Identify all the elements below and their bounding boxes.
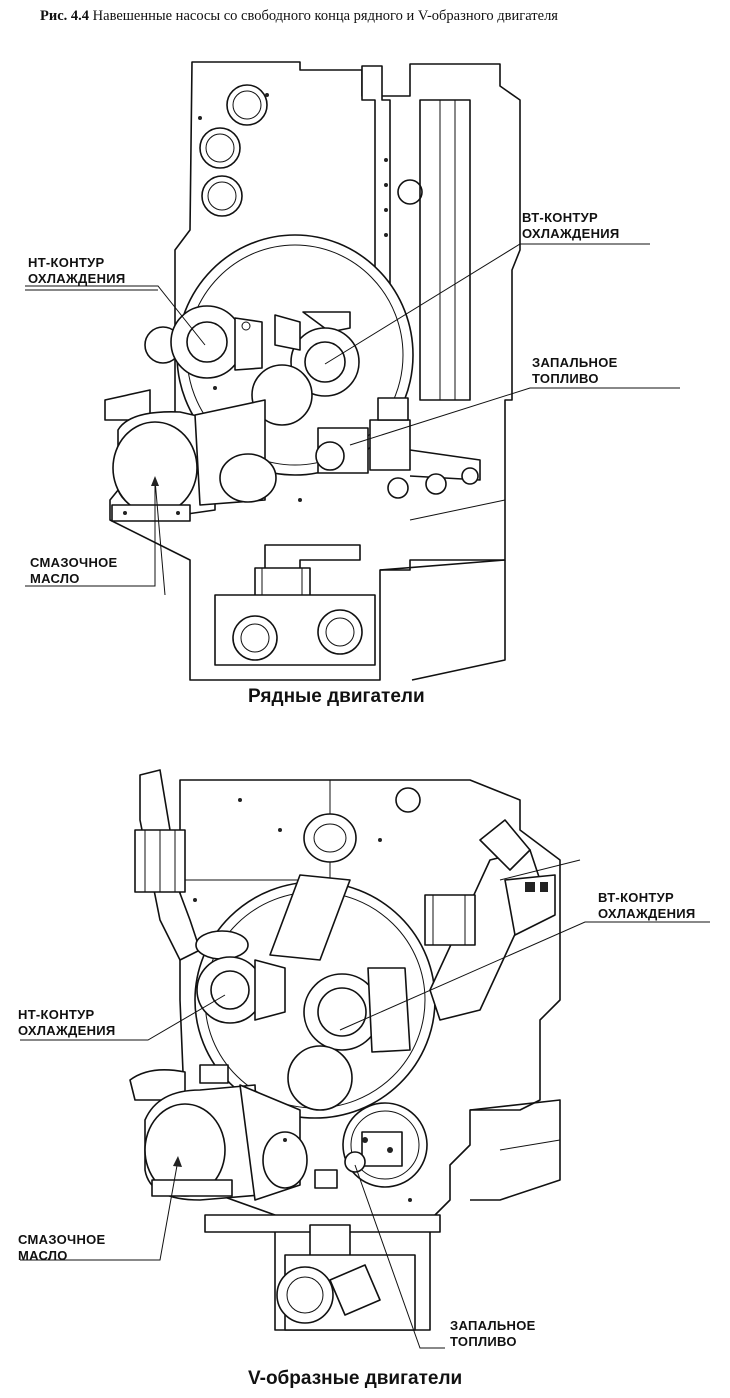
figure-caption: Рис. 4.4 Навешенные насосы со свободного… bbox=[40, 8, 720, 25]
v-bt-label-line2: ОХЛАЖДЕНИЯ bbox=[598, 906, 696, 921]
inline-bt-pump bbox=[251, 311, 360, 426]
v-engine-drawing bbox=[129, 769, 561, 1331]
inline-pilot-fuel-label-line2: ТОПЛИВО bbox=[532, 371, 599, 386]
figure-number: Рис. 4.4 bbox=[40, 8, 90, 24]
v-oil-pump bbox=[129, 1064, 308, 1201]
inline-pilot-fuel-pump bbox=[315, 397, 481, 499]
inline-pilot-fuel-label-line1: ЗАПАЛЬНОЕ bbox=[532, 355, 618, 370]
v-oil-label-line1: СМАЗОЧНОЕ bbox=[18, 1232, 106, 1247]
v-ht-pump bbox=[195, 930, 286, 1024]
v-oil-label: СМАЗОЧНОЕ МАСЛО bbox=[18, 1232, 106, 1264]
v-leader-lines bbox=[20, 859, 710, 1349]
inline-oil-label-line1: СМАЗОЧНОЕ bbox=[30, 555, 118, 570]
v-bt-label: ВТ-КОНТУР ОХЛАЖДЕНИЯ bbox=[598, 890, 696, 922]
v-pilot-fuel-label-line2: ТОПЛИВО bbox=[450, 1334, 517, 1349]
inline-pilot-fuel-label: ЗАПАЛЬНОЕ ТОПЛИВО bbox=[532, 355, 618, 387]
v-bottom-pump bbox=[204, 1214, 441, 1331]
inline-bt-label-line1: ВТ-КОНТУР bbox=[522, 210, 598, 225]
inline-ht-label: НТ-КОНТУР ОХЛАЖДЕНИЯ bbox=[28, 255, 126, 287]
inline-oil-label: СМАЗОЧНОЕ МАСЛО bbox=[30, 555, 118, 587]
inline-leader-lines bbox=[25, 243, 680, 596]
inline-oil-label-line2: МАСЛО bbox=[30, 571, 80, 586]
v-pilot-fuel-label: ЗАПАЛЬНОЕ ТОПЛИВО bbox=[450, 1318, 536, 1350]
inline-ht-pump bbox=[144, 305, 263, 379]
v-engines-heading: V-образные двигатели bbox=[248, 1368, 463, 1389]
v-ht-label: НТ-КОНТУР ОХЛАЖДЕНИЯ bbox=[18, 1007, 116, 1039]
inline-bt-label: ВТ-КОНТУР ОХЛАЖДЕНИЯ bbox=[522, 210, 620, 242]
figure-title: Навешенные насосы со свободного конца ря… bbox=[92, 8, 558, 24]
inline-bottom-pump bbox=[214, 544, 376, 666]
v-oil-label-line2: МАСЛО bbox=[18, 1248, 68, 1263]
v-bt-pump bbox=[424, 819, 556, 946]
v-bt-label-line1: ВТ-КОНТУР bbox=[598, 890, 674, 905]
inline-oil-pump bbox=[104, 389, 277, 522]
v-pilot-fuel-pump bbox=[342, 1102, 428, 1188]
v-ht-label-line1: НТ-КОНТУР bbox=[18, 1007, 95, 1022]
inline-bt-label-line2: ОХЛАЖДЕНИЯ bbox=[522, 226, 620, 241]
inline-engine-drawing bbox=[104, 61, 521, 681]
inline-ht-label-line1: НТ-КОНТУР bbox=[28, 255, 105, 270]
v-ht-label-line2: ОХЛАЖДЕНИЯ bbox=[18, 1023, 116, 1038]
inline-engines-heading: Рядные двигатели bbox=[248, 686, 425, 707]
inline-ht-label-line2: ОХЛАЖДЕНИЯ bbox=[28, 271, 126, 286]
v-pilot-fuel-label-line1: ЗАПАЛЬНОЕ bbox=[450, 1318, 536, 1333]
